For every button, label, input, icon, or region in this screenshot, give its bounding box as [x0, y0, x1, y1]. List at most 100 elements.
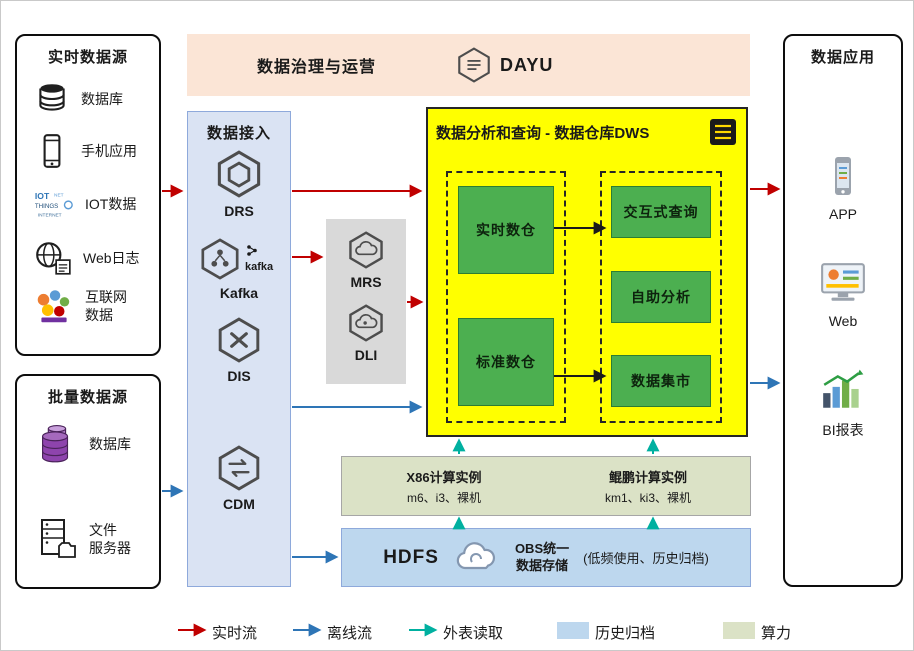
- cloud-icon: [453, 541, 501, 574]
- source-label: Web日志: [83, 249, 140, 266]
- kafka-hexagon-icon: [199, 238, 241, 280]
- processing-label: MRS: [350, 274, 382, 290]
- kafka-wordmark-text: kafka: [245, 261, 274, 273]
- data-mart-label: 数据集市: [631, 373, 691, 389]
- dws-panel: 数据分析和查询 - 数据仓库DWS 实时数仓 标准数仓 交互式查询 自助分析 数…: [426, 107, 748, 437]
- realtime-warehouse-box: 实时数仓: [458, 186, 554, 274]
- legend-external-label: 外表读取: [443, 625, 504, 642]
- ingestion-item-drs: DRS: [188, 150, 290, 219]
- source-label: 互联网 数据: [85, 288, 127, 323]
- dayu-hexagon-icon: [456, 47, 492, 83]
- x86-compute-spec: m6、i3、裸机: [406, 490, 481, 505]
- source-item-iot: IOT NET THINGS INTERNET IOT数据: [33, 186, 136, 222]
- realtime-warehouse-label: 实时数仓: [476, 222, 536, 238]
- dws-document-icon: [708, 117, 738, 147]
- legend-compute-swatch: [723, 622, 755, 639]
- batch-sources-panel: 批量数据源 数据库 文件 服务器: [15, 374, 161, 589]
- dayu-logo: DAYU: [456, 47, 553, 83]
- source-item-mobile: 手机应用: [33, 132, 137, 170]
- processing-item-dli: DLI: [326, 304, 406, 363]
- source-item-fileserver: 文件 服务器: [33, 516, 131, 562]
- obs-label: OBS统一 数据存储: [514, 541, 570, 573]
- ingestion-title: 数据接入: [206, 125, 271, 142]
- dws-title: 数据分析和查询 - 数据仓库DWS: [436, 124, 650, 142]
- source-item-database: 数据库: [33, 80, 123, 118]
- iot-wordcloud-icon: IOT NET THINGS INTERNET: [33, 186, 75, 222]
- application-label: APP: [828, 206, 857, 222]
- source-label: 手机应用: [81, 142, 137, 159]
- ingestion-item-kafka: kafka Kafka: [188, 238, 290, 301]
- kafka-wordmark-icon: kafka: [243, 240, 279, 278]
- processing-box: MRS DLI: [326, 219, 406, 384]
- app-item-bi: BI报表: [785, 368, 901, 440]
- ingestion-item-dis: DIS: [188, 317, 290, 384]
- mrs-hexagon-icon: [347, 231, 385, 269]
- cdm-hexagon-icon: [216, 445, 262, 491]
- svg-text:IOT: IOT: [35, 191, 50, 201]
- app-item-app: APP: [785, 154, 901, 222]
- source-item-weblog: Web日志: [33, 239, 140, 277]
- realtime-sources-panel: 实时数据源 数据库 手机应用 IOT NET THINGS INTERNET IOT数…: [15, 34, 161, 356]
- services-group: [600, 171, 722, 423]
- ingestion-label: DIS: [227, 368, 251, 384]
- dis-hexagon-icon: [216, 317, 262, 363]
- applications-panel: 数据应用 APP Web BI报表: [783, 34, 903, 587]
- legend-compute-label: 算力: [761, 625, 792, 642]
- ingestion-label: Kafka: [219, 285, 259, 301]
- realtime-sources-title: 实时数据源: [47, 49, 128, 66]
- bar-chart-icon: [819, 368, 867, 412]
- phone-icon: [33, 132, 71, 170]
- banner-title: 数据治理与运营: [257, 59, 377, 76]
- kunpeng-compute-spec: km1、ki3、裸机: [604, 490, 691, 505]
- ingestion-label: CDM: [223, 496, 255, 512]
- kunpeng-compute-group: 鲲鹏计算实例 km1、ki3、裸机: [546, 457, 750, 515]
- governance-banner: 数据治理与运营 DAYU: [187, 34, 750, 96]
- app-item-web: Web: [785, 261, 901, 329]
- interactive-query-label: 交互式查询: [623, 204, 699, 220]
- interactive-query-box: 交互式查询: [611, 186, 711, 238]
- monitor-icon: [819, 261, 867, 305]
- kunpeng-compute-title: 鲲鹏计算实例: [608, 469, 687, 485]
- ingestion-item-cdm: CDM: [188, 445, 290, 512]
- internet-wordcloud-icon: [33, 286, 75, 326]
- x86-compute-title: X86计算实例: [406, 469, 482, 485]
- ingestion-label: DRS: [224, 203, 254, 219]
- applications-title: 数据应用: [810, 49, 875, 66]
- standard-warehouse-box: 标准数仓: [458, 318, 554, 406]
- hdfs-label: HDFS: [383, 546, 439, 568]
- source-label: 数据库: [81, 90, 123, 107]
- file-server-icon: [33, 516, 79, 562]
- dli-hexagon-icon: [347, 304, 385, 342]
- globe-document-icon: [33, 239, 73, 277]
- processing-label: DLI: [354, 347, 378, 363]
- compute-instances-box: X86计算实例 m6、i3、裸机 鲲鹏计算实例 km1、ki3、裸机: [341, 456, 751, 516]
- legend-archive-label: 历史归档: [595, 625, 656, 642]
- svg-text:THINGS: THINGS: [35, 203, 58, 210]
- database-icon: [33, 80, 71, 118]
- database-purple-icon: [33, 422, 79, 466]
- storage-note: (低频使用、历史归档): [583, 551, 709, 566]
- application-label: Web: [828, 313, 858, 329]
- warehouse-group: [446, 171, 566, 423]
- legend-realtime-label: 实时流: [212, 625, 258, 642]
- self-service-analysis-box: 自助分析: [611, 271, 711, 323]
- source-label: 数据库: [89, 435, 131, 452]
- source-label: IOT数据: [85, 195, 137, 212]
- ingestion-column: 数据接入 DRS kafka Kafka DIS: [187, 111, 291, 587]
- storage-box: HDFS OBS统一 数据存储 (低频使用、历史归档): [341, 528, 751, 587]
- svg-text:INTERNET: INTERNET: [38, 212, 62, 218]
- standard-warehouse-label: 标准数仓: [476, 354, 536, 370]
- batch-sources-title: 批量数据源: [47, 389, 128, 406]
- smartphone-icon: [823, 154, 863, 198]
- svg-text:NET: NET: [54, 192, 64, 198]
- data-mart-box: 数据集市: [611, 355, 711, 407]
- processing-item-mrs: MRS: [326, 231, 406, 290]
- application-label: BI报表: [822, 422, 864, 438]
- dayu-logo-text: DAYU: [500, 54, 554, 75]
- legend-archive-swatch: [557, 622, 589, 639]
- drs-hexagon-icon: [215, 150, 263, 198]
- source-item-internet: 互联网 数据: [33, 286, 127, 326]
- legend-offline-label: 离线流: [327, 625, 373, 642]
- source-item-database-batch: 数据库: [33, 422, 131, 466]
